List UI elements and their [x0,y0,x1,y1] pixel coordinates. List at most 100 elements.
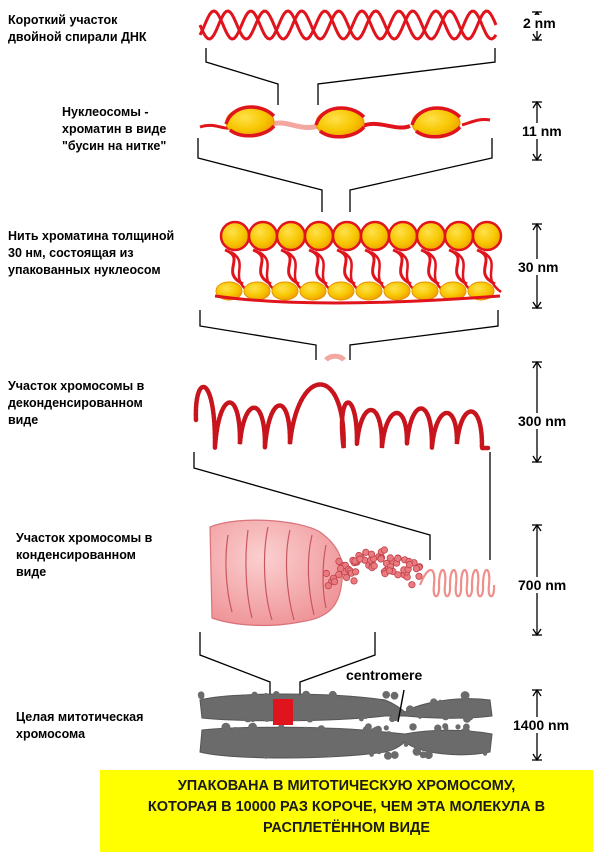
chromatin-bead [387,555,393,561]
chromatin-bead [325,583,331,589]
chromatin-fuzz [316,708,320,712]
nucleosome-bottom [384,282,410,300]
chromatin-fuzz [212,744,220,752]
zoom-connector-2 [198,138,492,212]
label-decondensed: Участок хромосомы в деконденсированном в… [8,378,144,429]
nucleosome-bottom [356,282,382,300]
nucleosome-top [305,222,333,250]
chromatin-fuzz [404,743,408,747]
chromatin-fuzz [437,742,442,747]
label-mitotic-chromosome: Целая митотическая хромосома [16,709,143,743]
nucleosome-top [277,222,305,250]
chromatin-bead [368,551,374,557]
chromatin-fuzz [391,751,399,759]
chromatin-bead [336,571,342,577]
nucleosome-top [417,222,445,250]
chromatin-fuzz [455,731,460,736]
nucleosome-beads-on-string [200,107,490,138]
mitotic-chromosome [198,690,492,760]
zoom-connector-3 [200,310,498,360]
nucleosome-bead [412,108,460,138]
nucleosome-bottom [300,282,326,300]
linker-dna-end [462,119,490,125]
chromatin-bead [378,556,384,562]
chromatin-fuzz [306,715,314,723]
scale-bar [532,362,542,462]
chromatin-fuzz [205,744,210,749]
chromatin-fuzz [365,723,372,730]
chromatin-bead [409,582,415,588]
chromatin-bead [395,555,401,561]
chromatin-fuzz [262,750,271,759]
chromatin-fuzz [207,711,211,715]
chromatin-fuzz [312,695,318,701]
summary-banner: УПАКОВАНА В МИТОТИЧЕСКУЮ ХРОМОСОМУ, КОТО… [100,770,593,852]
nucleosome-top [445,222,473,250]
loop-fiber [196,384,488,448]
chromatin-fuzz [442,713,449,720]
chromatin-fuzz [220,737,226,743]
chromatin-fuzz [313,742,317,746]
chromatin-fuzz [409,723,416,730]
chromatin-fuzz [345,748,352,755]
chromatin-fuzz [376,749,381,754]
dna-double-helix [200,11,496,39]
chromatin-fuzz [273,691,280,698]
chromatin-fuzz [243,695,248,700]
centromere-label: centromere [346,667,422,683]
chromatin-fuzz [211,699,219,707]
chromatin-fuzz [247,699,252,704]
chromatin-bead [413,566,419,572]
chromatin-fuzz [227,743,234,750]
chromatin-fuzz [221,723,230,732]
summary-banner-text: УПАКОВАНА В МИТОТИЧЕСКУЮ ХРОМОСОМУ, КОТО… [100,776,593,839]
chromatin-fuzz [483,752,487,756]
scale-2nm: 2 nm [522,15,557,31]
chromatin-fuzz [218,710,223,715]
chromatin-fuzz [460,750,465,755]
chromatin-fuzz [280,744,285,749]
chromatin-fuzz [359,717,364,722]
chromatin-fuzz [406,705,414,713]
chromatin-fuzz [221,696,227,702]
chromatin-fuzz [471,744,478,751]
chromatin-fuzz [317,725,325,733]
zoom-connector-5 [200,632,375,700]
chromatin-fuzz [198,693,204,699]
scale-700nm: 700 nm [517,577,567,593]
chromatin-fuzz [248,723,257,732]
chromatin-fuzz [409,736,414,741]
label-dna-helix: Короткий участок двойной спирали ДНК [8,12,147,46]
chromatin-bead [381,547,387,553]
chromatin-bead [357,556,363,562]
chromatin-fuzz [430,698,438,706]
chromatin-fuzz [299,738,307,746]
chromatin-fuzz [375,710,380,715]
chromatin-fuzz [304,727,309,732]
label-nucleosomes: Нуклеосомы - хроматин в виде "бусин на н… [62,104,166,155]
chromatin-fuzz [244,732,250,738]
chromatin-fuzz [384,752,392,760]
loop-top-highlight [326,356,344,360]
chromatin-fuzz [295,698,303,706]
chromatin-fuzz [360,702,365,707]
nucleosome-bottom [272,282,298,300]
chromatin-fuzz [375,726,382,733]
chromatin-fuzz [252,692,258,698]
chromatin-fuzz [455,724,460,729]
chromatin-bead [352,569,358,575]
chromatin-fuzz [391,692,399,700]
chromatin-fuzz [326,749,335,758]
zoom-connector-1 [206,48,495,105]
chromatin-bead [336,558,342,564]
chromatin-bead [337,565,343,571]
decondensed-chromosome-loops [196,356,488,448]
nucleosome-bottom [412,282,438,300]
chromatin-bead [395,572,401,578]
chromatin-fuzz [231,727,239,735]
chromatin-fuzz [258,735,263,740]
nucleosome-top [221,222,249,250]
chromatin-bead [331,579,337,585]
nucleosome-bottom [328,282,354,300]
